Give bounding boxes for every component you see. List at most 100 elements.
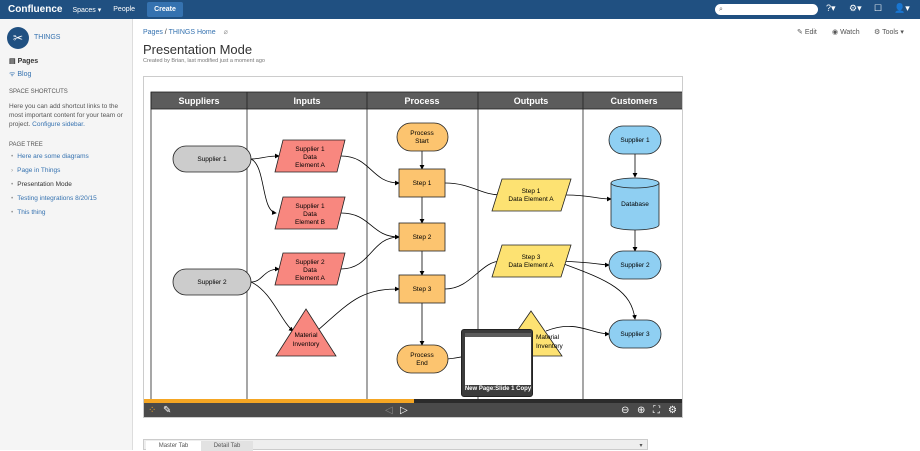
svg-text:Supplier 2: Supplier 2 (197, 279, 227, 286)
tab-bar: Master Tab Detail Tab ▾ (143, 439, 648, 451)
viewer-toolbar: ⁘ ✎ ◁ ▷ ⊖ ⊕ ⛶ ⚙ (144, 403, 682, 417)
shapes: Supplier 1 Supplier 2 Supplier 1DataElem… (172, 122, 662, 374)
customer-supplier-1-node[interactable]: Supplier 1 (608, 125, 662, 155)
tools-menu[interactable]: ⚙ Tools ▾ (874, 29, 904, 36)
svg-text:Supplier 2: Supplier 2 (620, 262, 650, 269)
edit-button[interactable]: ✎ Edit (797, 29, 817, 36)
svg-text:Start: Start (415, 138, 429, 145)
pencil-icon[interactable]: ✎ (163, 405, 172, 416)
connectors (250, 151, 638, 360)
svg-text:Material: Material (294, 332, 318, 339)
tree-item[interactable]: •Testing integrations 8/20/15 (11, 195, 97, 202)
search-input[interactable]: ⌕ (715, 4, 818, 15)
svg-text:Element B: Element B (295, 219, 325, 226)
breadcrumb: Pages / THINGS Home ⌀ (143, 29, 228, 36)
tree-item-current[interactable]: •Presentation Mode (11, 181, 72, 188)
svg-text:Process: Process (410, 352, 434, 359)
top-nav: Confluence Spaces ▾ People Create ⌕ ?▾ ⚙… (0, 0, 920, 19)
svg-text:Inventory: Inventory (293, 341, 320, 348)
create-button[interactable]: Create (147, 2, 183, 17)
tab-dropdown-icon[interactable]: ▾ (639, 443, 643, 449)
navigate-icon[interactable]: ⁘ (148, 405, 157, 416)
svg-text:End: End (416, 360, 428, 367)
svg-text:Supplier 1: Supplier 1 (197, 156, 227, 163)
space-logo-icon[interactable]: ✂ (7, 27, 29, 49)
lane-suppliers: Suppliers (178, 96, 219, 106)
lane-dividers (150, 92, 584, 399)
lane-outputs: Outputs (514, 96, 549, 106)
tab-detail[interactable]: Detail Tab (201, 441, 253, 451)
breadcrumb-pages[interactable]: Pages (143, 29, 163, 36)
watch-button[interactable]: ◉ Watch (832, 29, 860, 36)
svg-text:Data Element A: Data Element A (508, 262, 554, 269)
slide-progress-bar[interactable] (144, 399, 682, 403)
fullscreen-icon[interactable]: ⛶ (653, 405, 660, 416)
diagram-viewer: Suppliers Inputs Process Outputs Custome… (143, 76, 683, 418)
svg-text:Supplier 3: Supplier 3 (620, 331, 650, 338)
slide-thumbnail (465, 333, 531, 385)
database-node[interactable]: Database (610, 177, 660, 231)
progress-fill (144, 399, 414, 403)
tree-item[interactable]: •This thing (11, 209, 46, 216)
svg-text:Step 3: Step 3 (413, 286, 432, 293)
svg-text:Element A: Element A (295, 275, 325, 282)
customer-supplier-3-node[interactable]: Supplier 3 (608, 319, 662, 349)
sidebar-item-blog[interactable]: ᯤ Blog (9, 71, 32, 78)
tab-master[interactable]: Master Tab (146, 441, 201, 451)
supplier-1-node[interactable]: Supplier 1 (172, 145, 252, 173)
svg-text:Data Element A: Data Element A (508, 196, 554, 203)
pages-icon: ▤ (9, 58, 18, 65)
svg-text:Data: Data (303, 154, 317, 161)
user-avatar-icon[interactable]: 👤▾ (894, 3, 910, 13)
settings-icon[interactable]: ⚙ (668, 405, 677, 416)
search-icon: ⌕ (719, 6, 723, 13)
lane-inputs: Inputs (294, 96, 321, 106)
supplier-2-node[interactable]: Supplier 2 (172, 268, 252, 296)
step-1-node[interactable]: Step 1 (398, 168, 446, 198)
confluence-logo[interactable]: Confluence (8, 4, 63, 15)
previous-slide-icon[interactable]: ◁ (385, 405, 393, 416)
step-3-node[interactable]: Step 3 (398, 274, 446, 304)
svg-text:Data: Data (303, 267, 317, 274)
next-slide-icon[interactable]: ▷ (400, 405, 408, 416)
notifications-icon[interactable]: ☐ (874, 3, 883, 13)
eye-icon: ◉ (832, 29, 841, 36)
zoom-in-icon[interactable]: ⊕ (637, 405, 646, 416)
slide-caption: New Page:Slide 1 Copy (464, 386, 532, 392)
settings-icon[interactable]: ⚙▾ (849, 3, 862, 13)
tree-item[interactable]: ›Page in Things (11, 167, 61, 174)
swimlane-diagram: Suppliers Inputs Process Outputs Custome… (150, 91, 682, 399)
customer-supplier-2-node[interactable]: Supplier 2 (608, 250, 662, 280)
svg-text:Supplier 1: Supplier 1 (295, 146, 325, 153)
gear-icon: ⚙ (874, 29, 883, 36)
zoom-out-icon[interactable]: ⊖ (621, 405, 630, 416)
lane-headers: Suppliers Inputs Process Outputs Custome… (150, 91, 682, 110)
tree-item[interactable]: •Here are some diagrams (11, 153, 89, 160)
svg-text:Step 2: Step 2 (413, 234, 432, 241)
shortcuts-heading: SPACE SHORTCUTS (9, 89, 68, 95)
sidebar-item-pages[interactable]: ▤ Pages (9, 58, 39, 65)
configure-sidebar-link[interactable]: Configure sidebar. (32, 121, 85, 128)
space-name[interactable]: THINGS (34, 34, 61, 41)
svg-text:Process: Process (410, 130, 434, 137)
spaces-menu[interactable]: Spaces ▾ (72, 6, 102, 14)
people-link[interactable]: People (113, 6, 136, 13)
svg-text:Data: Data (303, 211, 317, 218)
svg-text:Supplier 1: Supplier 1 (295, 203, 325, 210)
page-tree-heading: PAGE TREE (9, 142, 43, 148)
slide-thumbnail-popup[interactable]: New Page:Slide 1 Copy (461, 329, 533, 397)
step-2-node[interactable]: Step 2 (398, 222, 446, 252)
attachment-icon[interactable]: ⌀ (223, 29, 228, 36)
help-icon[interactable]: ?▾ (826, 3, 836, 13)
sidebar: ✂ THINGS ▤ Pages ᯤ Blog SPACE SHORTCUTS … (0, 19, 133, 450)
breadcrumb-home[interactable]: THINGS Home (168, 29, 216, 36)
page-title: Presentation Mode (143, 42, 253, 57)
